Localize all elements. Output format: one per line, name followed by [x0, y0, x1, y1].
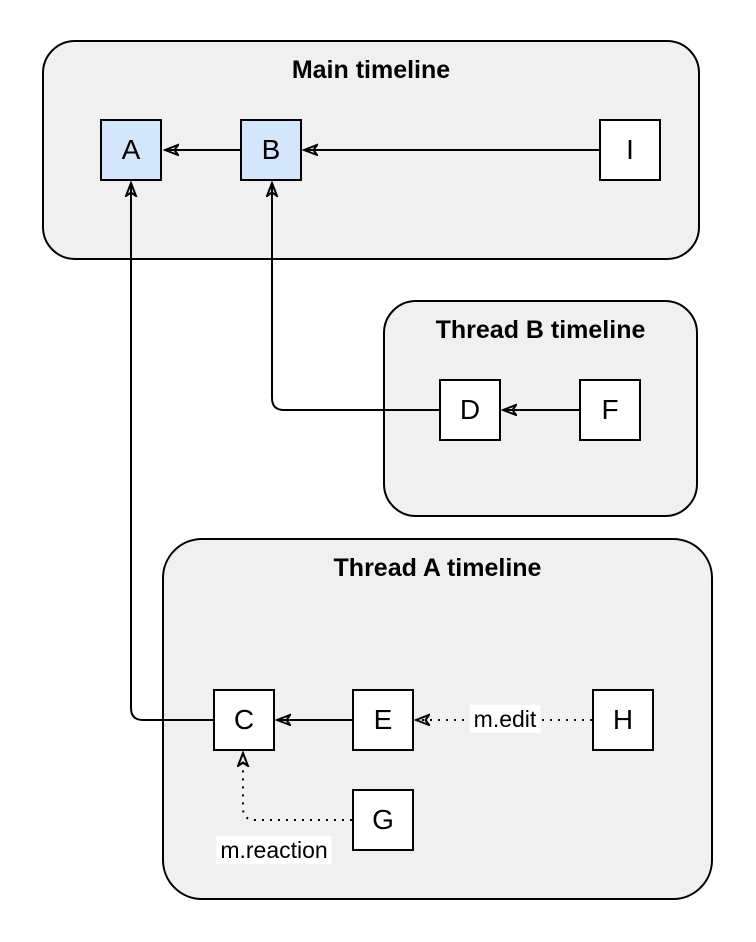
node-G-label: G — [372, 804, 394, 835]
node-H: H — [592, 689, 654, 751]
node-F: F — [579, 379, 641, 441]
node-B: B — [240, 119, 302, 181]
node-D-label: D — [459, 394, 481, 425]
thread-b-timeline-container: Thread B timeline — [383, 300, 698, 517]
main-timeline-title: Main timeline — [291, 56, 451, 84]
node-A-label: A — [121, 134, 141, 165]
edge-label-m-edit: m.edit — [469, 704, 541, 734]
node-H-label: H — [612, 704, 634, 735]
thread-b-timeline-title: Thread B timeline — [435, 316, 646, 344]
node-C: C — [213, 689, 275, 751]
node-B-label: B — [261, 134, 281, 165]
node-A: A — [100, 119, 162, 181]
node-C-label: C — [233, 704, 255, 735]
thread-a-timeline-title: Thread A timeline — [333, 554, 542, 582]
node-E-label: E — [373, 704, 393, 735]
node-D: D — [439, 379, 501, 441]
node-E: E — [352, 689, 414, 751]
edge-label-m-reaction: m.reaction — [216, 835, 332, 865]
node-I-label: I — [626, 134, 634, 165]
node-G: G — [352, 789, 414, 851]
node-I: I — [599, 119, 661, 181]
node-F-label: F — [601, 394, 619, 425]
